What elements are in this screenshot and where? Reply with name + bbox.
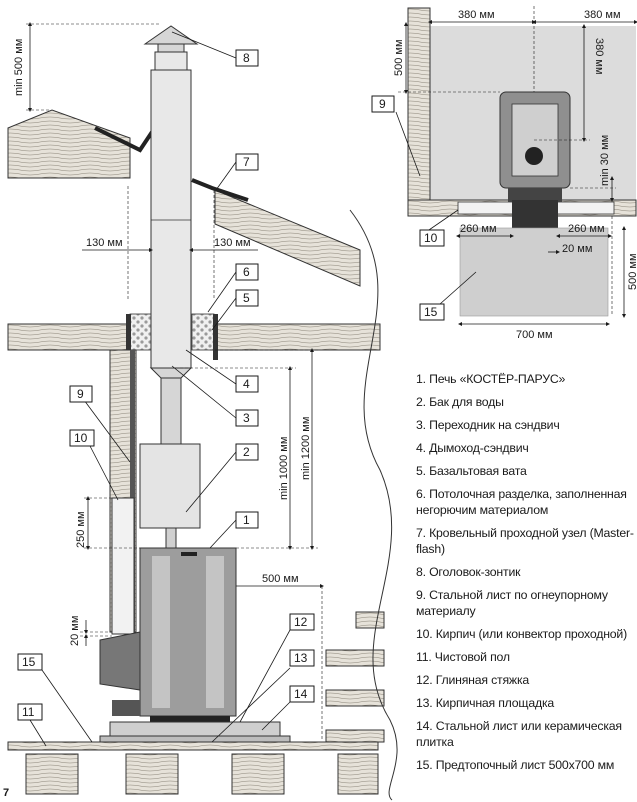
dim-20-left: 20 мм [69,616,81,646]
water-tank [139,443,201,529]
callout-8: 8 [243,51,250,65]
callout-11: 11 [22,705,35,719]
plan-prefurnace-sheet [459,227,609,317]
dim-380-vertical: 380 мм [593,38,605,75]
dim-700: 700 мм [516,329,553,341]
callout-leaders [29,31,477,747]
legend-list: 1. Печь «КОСТЁР-ПАРУС» 2. Бак для воды 3… [416,371,636,780]
roof-left [7,109,131,179]
callout-7: 7 [243,155,250,169]
legend-item: 12. Глиняная стяжка [416,673,530,687]
legend-item: 6. Потолочная разделка, заполненная него… [416,487,627,517]
callout-15-left: 15 [22,655,36,669]
callout-10-left: 10 [74,431,88,445]
hearth-brick [109,721,281,737]
plan-view: 380 мм 380 мм 500 мм 380 мм min 30 мм 26… [393,6,637,341]
dim-20-right: 20 мм [562,243,592,255]
callout-2: 2 [243,445,250,459]
callout-9-left: 9 [77,387,84,401]
page-number: 7 [3,787,10,799]
dim-500-right: 500 мм [627,253,637,290]
dim-500-plan-side: 500 мм [393,39,405,76]
legend-item: 3. Переходник на сэндвич [416,418,560,432]
callout-13: 13 [294,651,308,665]
brick-opening [111,497,135,635]
ceiling-wool-right [191,313,215,351]
legend-item: 15. Предтопочный лист 500х700 мм [416,758,615,772]
lower-pipe [160,377,182,445]
callout-15-plan: 15 [424,305,438,319]
chimney-cap [143,25,199,45]
legend-item: 2. Бак для воды [416,395,504,409]
callout-4: 4 [243,377,250,391]
callout-9-plan: 9 [379,97,386,111]
legend-item: 1. Печь «КОСТЁР-ПАРУС» [416,372,566,386]
callout-3: 3 [243,411,250,425]
callout-10-plan: 10 [424,231,438,245]
callout-14: 14 [294,687,308,701]
legend-item: 4. Дымоход-сэндвич [416,441,529,455]
stove-firebox-tunnel [99,631,141,691]
dim-380-top-right: 380 мм [584,9,621,21]
callout-1: 1 [243,513,250,527]
legend-item: 14. Стальной лист или керамическая плитк… [416,719,622,749]
dim-130-left: 130 мм [86,237,123,249]
callout-boxes: 8 7 6 5 4 3 2 1 9 10 15 11 12 13 14 9 10… [17,49,445,721]
dim-260-right: 260 мм [568,223,605,235]
callout-6: 6 [243,265,250,279]
dim-min-30: min 30 мм [599,135,611,186]
legend-item: 10. Кирпич (или конвектор проходной) [416,627,627,641]
ceiling-beam-left [7,323,134,351]
roof-right [214,189,361,287]
plan-firebox-tunnel [512,200,558,228]
legend-item: 8. Оголовок-зонтик [416,565,521,579]
legend-item: 5. Базальтовая вата [416,464,527,478]
ceiling-beam-right [214,323,381,351]
chimney-pipe [150,69,192,369]
dim-min-1200: min 1200 мм [300,417,312,480]
dim-130-right: 130 мм [214,237,251,249]
section-break-line [349,209,398,801]
dim-min-500: min 500 мм [13,39,25,96]
ceiling-wool-left [129,313,153,351]
legend-item: 9. Стальной лист по огнеупорному материа… [416,588,608,618]
dim-min-1000: min 1000 мм [278,437,290,500]
dim-250: 250 мм [75,511,87,548]
plan-wall-corner [407,7,431,215]
roof-flashing-right [191,178,249,202]
finish-floor [7,741,379,751]
legend-item: 7. Кровельный проходной узел (Master-fla… [416,526,634,556]
legend-item: 11. Чистовой пол [416,650,510,664]
steel-sheet-wall [130,350,135,632]
dim-380-top-left: 380 мм [458,9,495,21]
callout-12: 12 [294,615,308,629]
legend-item: 13. Кирпичная площадка [416,696,555,710]
dim-500-side: 500 мм [262,573,299,585]
dim-260-left: 260 мм [460,223,497,235]
callout-5: 5 [243,291,250,305]
roof-flashing-left [94,126,154,153]
left-section-view: min 500 мм 130 мм 130 мм min 1000 мм min… [7,22,398,801]
